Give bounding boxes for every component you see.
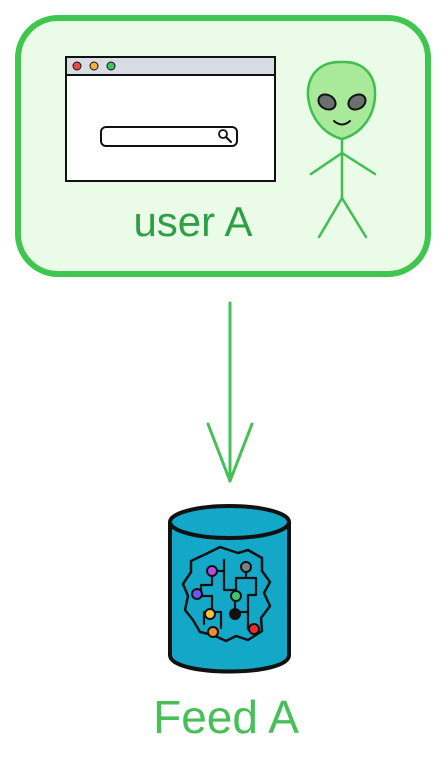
alien-left-arm [309, 151, 344, 176]
alien-user-icon [306, 60, 377, 239]
alien-right-arm [340, 151, 377, 176]
orange-node-icon [207, 626, 219, 638]
feed-node-label: Feed A [153, 691, 299, 743]
left-alien-eye [317, 93, 337, 111]
database-cylinder-icon [168, 504, 291, 674]
down-arrow-icon [206, 422, 254, 483]
search-icon [218, 129, 232, 143]
browser-window-icon [65, 56, 276, 182]
flow-connector [206, 301, 254, 483]
user-node: user A [15, 15, 431, 277]
close-dot-icon [72, 61, 82, 71]
brain-outline [181, 545, 272, 643]
ai-brain-icon [181, 545, 272, 643]
browser-search-box [100, 126, 238, 147]
right-alien-eye [347, 93, 367, 111]
minimize-dot-icon [89, 61, 99, 71]
alien-right-leg [340, 196, 368, 239]
purple-node-icon [206, 565, 218, 577]
alien-left-leg [317, 196, 344, 239]
alien-mouth [333, 120, 351, 126]
browser-window-frame [65, 56, 276, 182]
red-node-icon [248, 623, 260, 635]
black-node-icon [229, 608, 241, 620]
maximize-dot-icon [106, 61, 116, 71]
database-top [168, 504, 291, 540]
violet-node-icon [191, 588, 203, 600]
user-node-label: user A [133, 198, 252, 245]
feed-node: Feed A [153, 504, 299, 743]
browser-title-bar [65, 56, 276, 76]
gray-node-icon [240, 561, 252, 573]
yellow-node-icon [204, 608, 216, 620]
green-node-icon [230, 590, 242, 602]
